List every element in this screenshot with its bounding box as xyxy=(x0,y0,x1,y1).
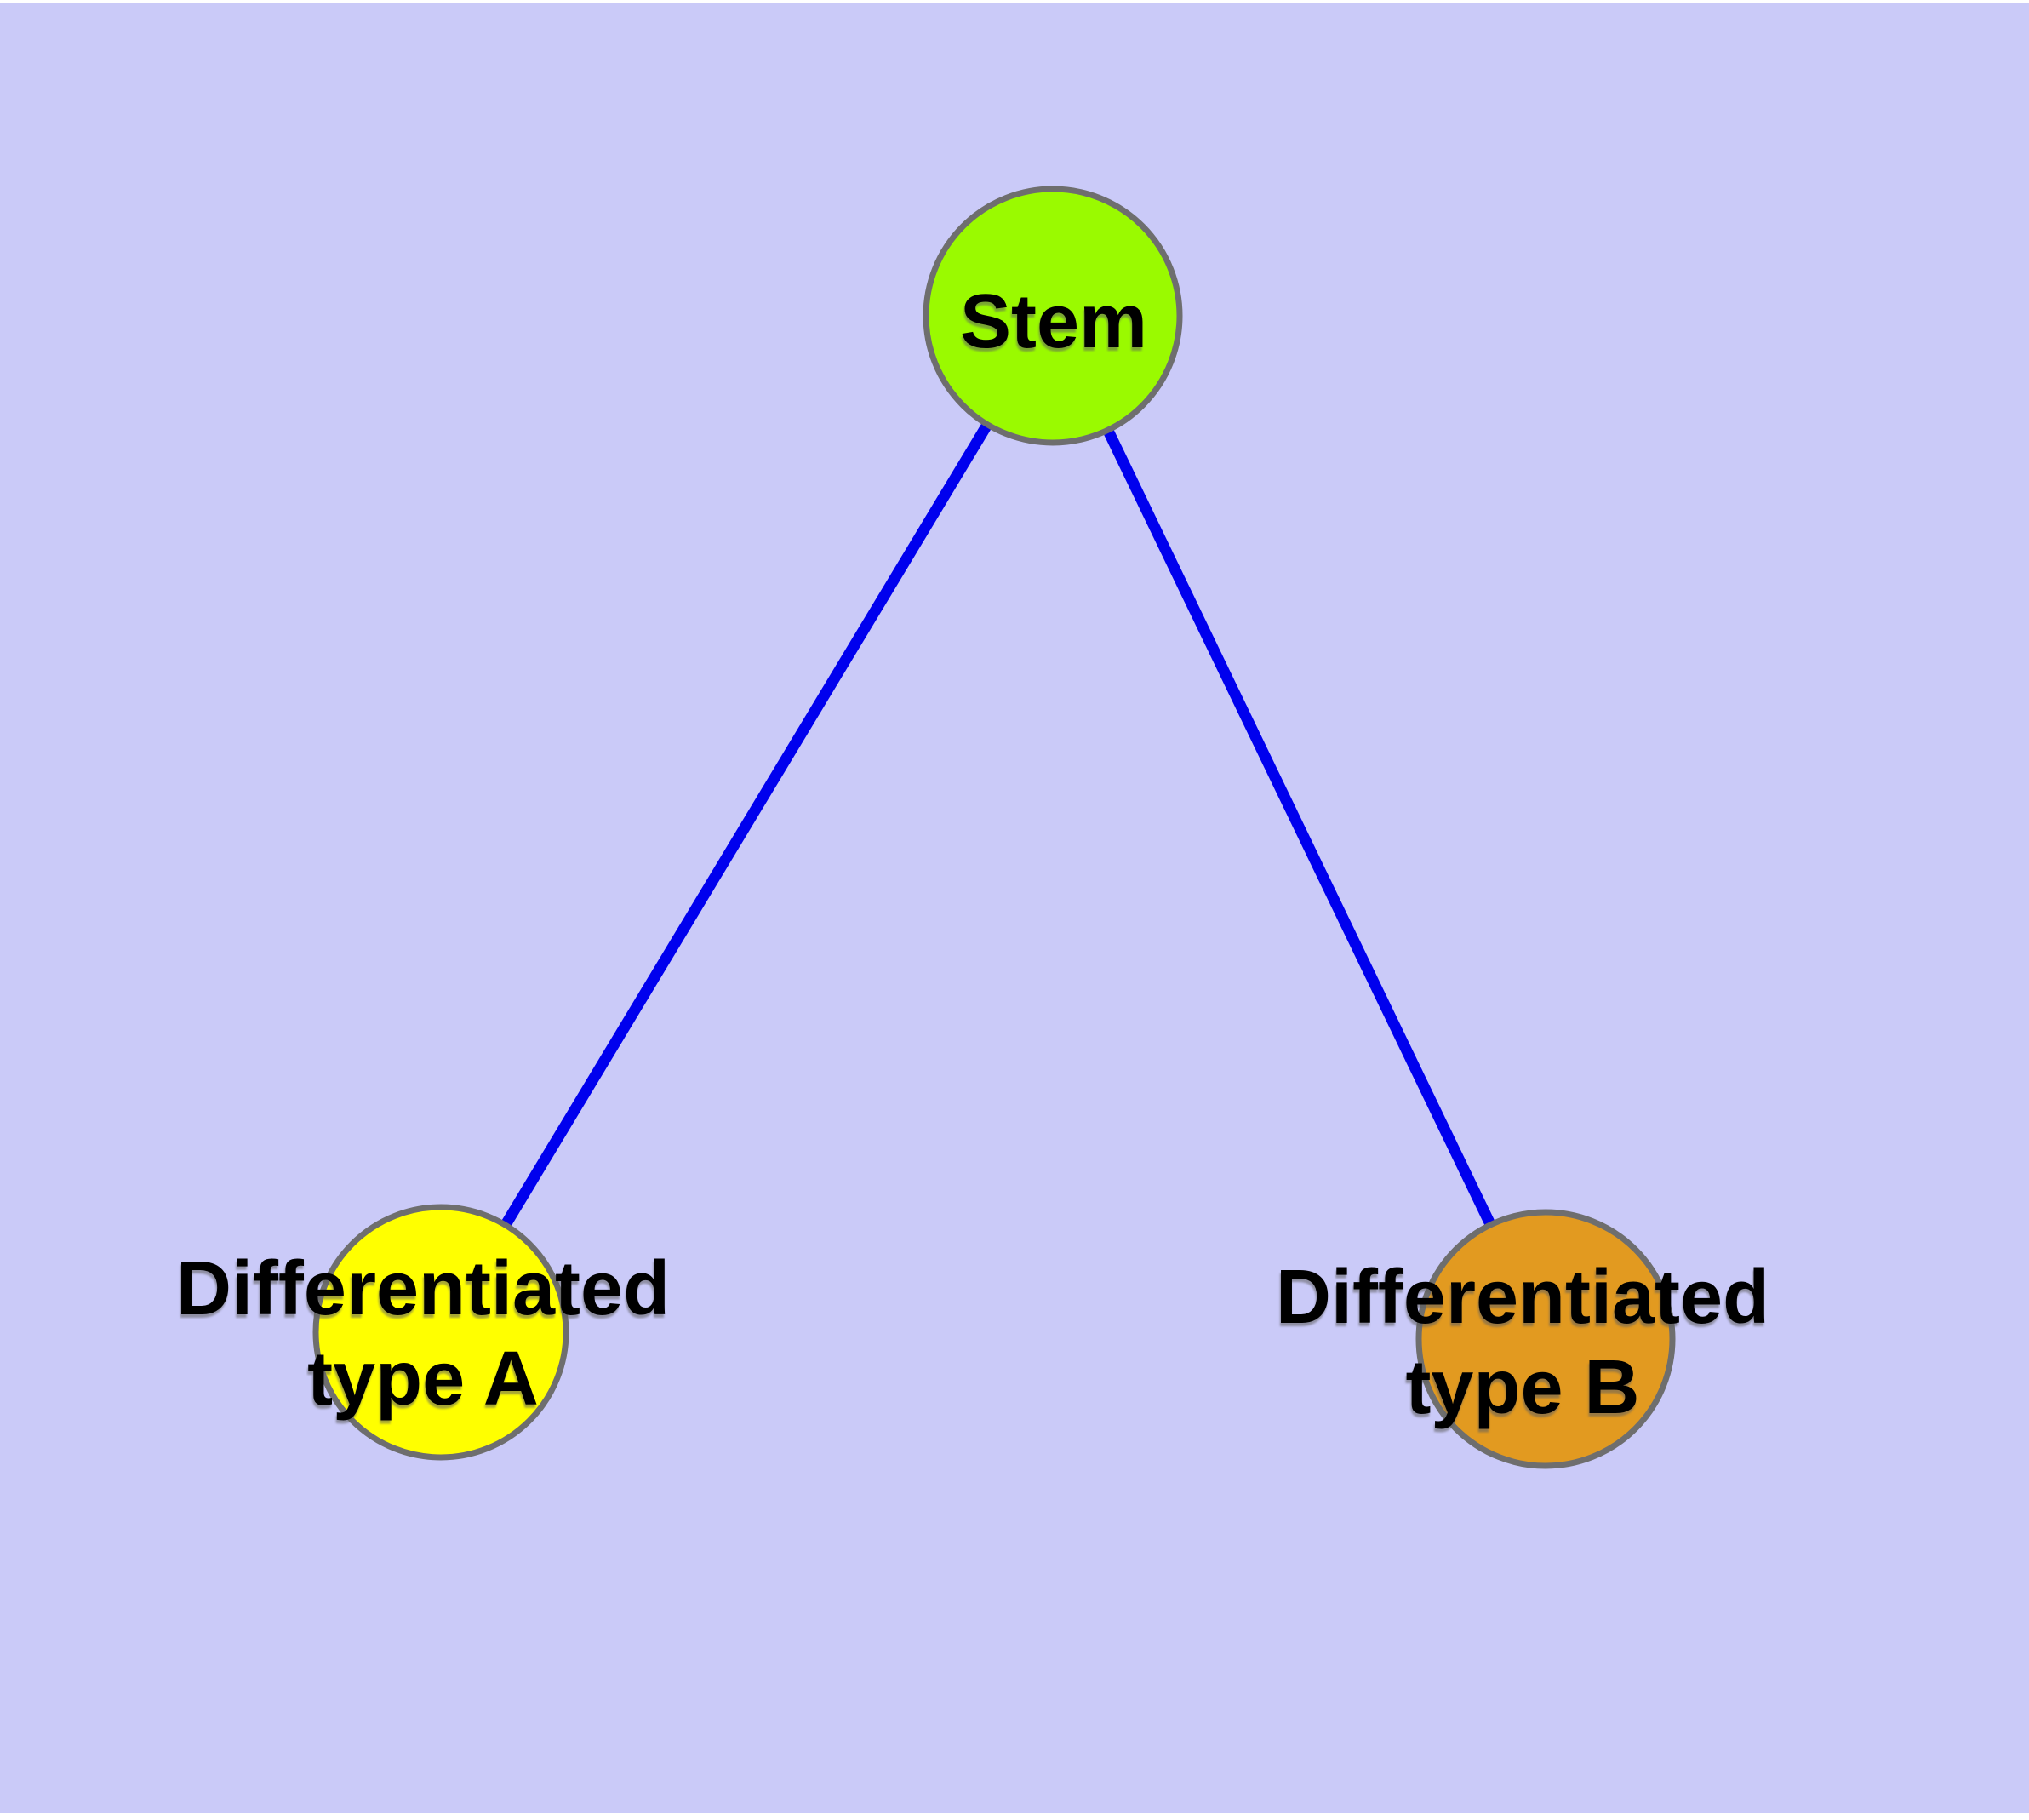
edge-stem-to-type-a xyxy=(436,312,1058,1336)
type-a-node-label: Differentiated type A xyxy=(176,1244,670,1424)
type-a-label-line1: Differentiated xyxy=(175,1246,671,1331)
stem-node-label: Stem xyxy=(959,279,1148,364)
type-b-node-circle xyxy=(1415,1209,1676,1469)
type-b-node-label: Differentiated type B xyxy=(1276,1252,1769,1433)
edge-stem-to-type-b xyxy=(1048,313,1551,1342)
type-b-label-line2: type B xyxy=(1405,1345,1640,1430)
stem-node-circle xyxy=(923,186,1183,446)
type-a-node-circle xyxy=(312,1204,569,1461)
type-a-label-line2: type A xyxy=(307,1336,539,1422)
type-b-label-line1: Differentiated xyxy=(1275,1255,1770,1340)
